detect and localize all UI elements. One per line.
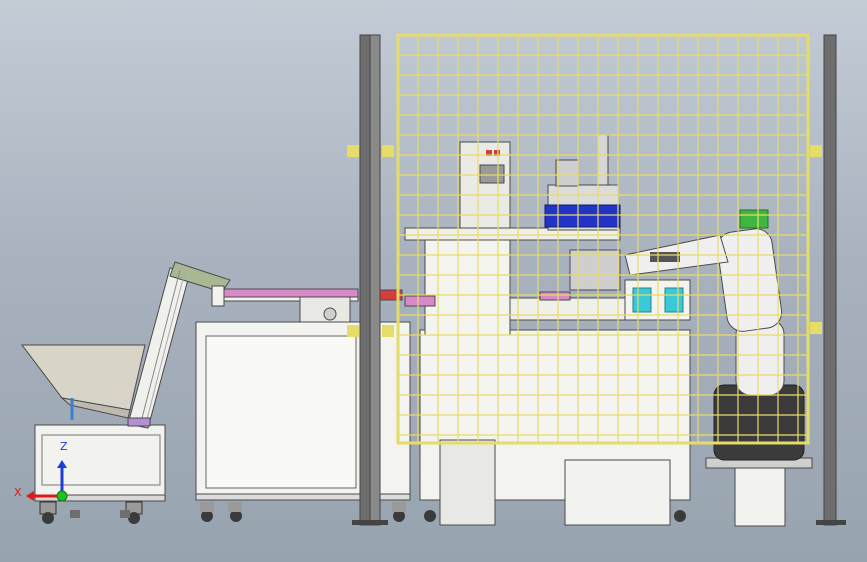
x-arrowhead — [26, 491, 34, 501]
blue-module — [544, 204, 621, 228]
triad-origin — [56, 490, 68, 502]
cart-frame — [34, 424, 166, 501]
cart-base — [34, 494, 166, 502]
cylinder — [555, 159, 579, 187]
fence-post-left-b — [369, 34, 381, 526]
sensor-window-2 — [664, 287, 684, 313]
top-deck — [404, 227, 621, 241]
control-cabinet — [424, 239, 511, 336]
robot-joint-accent — [739, 209, 769, 229]
table-base — [195, 493, 411, 501]
station-leg-left — [439, 439, 496, 526]
fence-brackets — [347, 145, 822, 337]
fence-frame — [396, 33, 810, 445]
main-station[interactable] — [404, 134, 691, 526]
coordinate-triad — [26, 460, 68, 502]
robot-plinth — [734, 467, 786, 527]
cabinet-door — [205, 335, 357, 489]
post-feet — [352, 520, 846, 525]
fixture-pink — [539, 291, 571, 301]
fence-post-right — [823, 34, 837, 526]
z-arrowhead — [57, 460, 67, 468]
robot-base — [713, 384, 805, 461]
pink-rail — [217, 288, 359, 298]
rail-end — [211, 285, 225, 307]
station-casters — [424, 510, 686, 522]
fence-post-left-a — [359, 34, 371, 526]
guide-rod — [597, 134, 609, 186]
hopper-icon — [20, 344, 146, 411]
cart-wheels — [39, 501, 143, 524]
station-box — [564, 459, 671, 526]
drive-roller — [323, 307, 337, 321]
robot-logo-plate — [650, 252, 680, 262]
conveyor-table[interactable] — [195, 285, 411, 522]
safety-fence-icon[interactable] — [347, 33, 846, 526]
table-casters — [200, 502, 406, 522]
entry-rail — [404, 295, 436, 307]
hopper-cart[interactable] — [20, 261, 231, 524]
triad-z-label: Z — [60, 440, 68, 453]
sensor-window-1 — [632, 287, 652, 313]
cart-panel — [41, 434, 161, 486]
inclined-conveyor — [127, 261, 231, 429]
control-panel — [459, 141, 511, 229]
triad-x-label: X — [14, 486, 22, 499]
robot-upper-arm — [716, 228, 783, 332]
